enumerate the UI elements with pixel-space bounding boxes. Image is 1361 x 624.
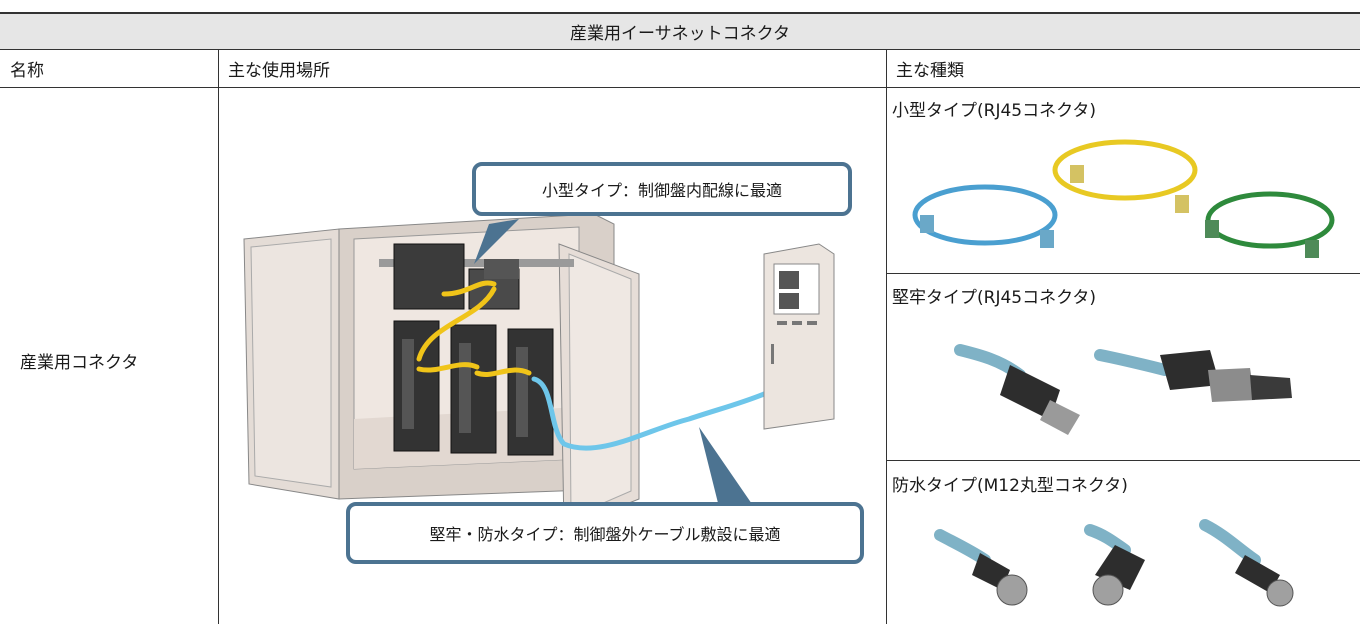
- green-cable-coil: [1205, 191, 1335, 249]
- rj45-plug-icon: [1070, 165, 1084, 183]
- blue-cable: [531, 376, 767, 451]
- header-location: 主な使用場所: [218, 50, 886, 88]
- yellow-cables: [416, 280, 532, 377]
- grid-line: [886, 273, 1360, 274]
- rj45-plug-icon: [1040, 230, 1054, 248]
- grid-line: [886, 460, 1360, 461]
- table-title: 産業用イーサネットコネクタ: [0, 12, 1360, 50]
- control-panel-illustration: [243, 213, 835, 530]
- callout-tail: [699, 427, 754, 507]
- callout-small: 小型タイプ：制御盤内配線に最適: [472, 162, 852, 216]
- grid-line: [218, 50, 219, 624]
- yellow-cable-coil: [1052, 139, 1198, 201]
- type-label-waterproof: 防水タイプ(M12丸型コネクタ): [892, 476, 1128, 496]
- type-label-small: 小型タイプ(RJ45コネクタ): [892, 101, 1097, 121]
- m12-connectors-image: [934, 519, 1294, 607]
- servo-drives: [393, 320, 554, 456]
- rj45-plug-icon: [920, 215, 934, 233]
- type-label-rugged: 堅牢タイプ(RJ45コネクタ): [892, 288, 1097, 308]
- rj45-plug-icon: [1305, 240, 1319, 258]
- rugged-rj45-image: [954, 344, 1292, 435]
- rj45-plug-icon: [1205, 220, 1219, 238]
- blue-cable-coil: [912, 184, 1058, 246]
- row-name: 産業用コネクタ: [20, 353, 139, 373]
- callout-rugged: 堅牢・防水タイプ：制御盤外ケーブル敷設に最適: [346, 502, 864, 564]
- rj45-plug-icon: [1175, 195, 1189, 213]
- header-name: 名称: [0, 50, 218, 88]
- rj45-cables-image: [912, 139, 1335, 258]
- callout-tail: [474, 219, 519, 264]
- external-panel: [763, 243, 835, 430]
- grid-line: [886, 50, 887, 624]
- header-types: 主な種類: [886, 50, 1360, 88]
